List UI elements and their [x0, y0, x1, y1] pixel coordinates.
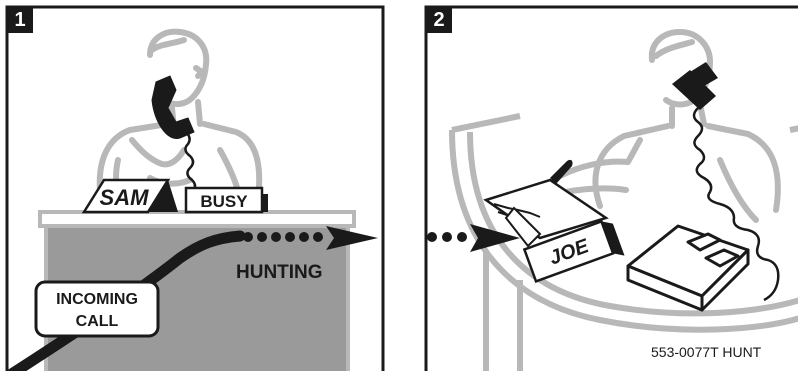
person-figure-2 [548, 32, 778, 220]
hunting-label: HUNTING [236, 262, 323, 283]
incoming-call-box: INCOMING CALL [36, 282, 158, 336]
incoming-call-line1: INCOMING [56, 291, 138, 308]
panel-1: SAM BUSY HUNTING INCOMING CALL [7, 7, 383, 371]
panel-2-number: 2 [426, 7, 452, 33]
panel-2: JOE [426, 7, 798, 371]
busy-sign-label: BUSY [200, 192, 248, 211]
phone-base-icon [628, 226, 748, 310]
desk-top-1 [40, 212, 354, 226]
panel-1-number: 1 [7, 7, 33, 33]
busy-sign: BUSY [186, 188, 268, 212]
sam-nameplate-label: SAM [100, 185, 150, 210]
desk-2 [452, 116, 798, 371]
figure-reference: 553-0077T HUNT [651, 344, 761, 360]
incoming-call-line2: CALL [76, 313, 119, 330]
